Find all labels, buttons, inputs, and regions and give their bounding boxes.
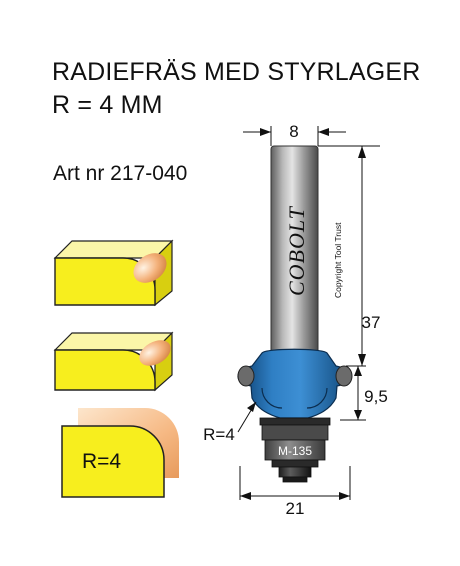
collar-label: M-135 <box>278 444 312 458</box>
overall-diameter-label: 21 <box>286 499 305 518</box>
cutter-wing-left <box>237 365 255 387</box>
router-bit: COBOLT Copyright Tool Trust M-135 <box>237 145 353 483</box>
cutting-height-label: 9,5 <box>364 387 388 406</box>
article-number: Art nr 217-040 <box>53 162 188 185</box>
profile-illustration-2 <box>53 331 174 392</box>
radius-label: R=4 <box>203 425 235 444</box>
profile-radius-label: R=4 <box>82 450 121 473</box>
brand-logo-text: COBOLT <box>284 205 309 296</box>
guide-bearing <box>278 466 312 478</box>
radius-profile-section: R=4 <box>61 408 179 498</box>
bearing-washer <box>259 417 331 426</box>
radius-heading: R = 4 MM <box>52 91 163 119</box>
shank-length-label: 37 <box>362 313 381 332</box>
copyright-text: Copyright Tool Trust <box>333 222 343 298</box>
product-title: RADIEFRÄS MED STYRLAGER <box>52 58 421 86</box>
shank-diameter-label: 8 <box>289 122 298 141</box>
profile-illustration-1 <box>53 239 174 307</box>
cutter-wing-right <box>335 365 353 387</box>
cutter-body <box>237 348 353 419</box>
dimension-arrows <box>240 128 366 500</box>
